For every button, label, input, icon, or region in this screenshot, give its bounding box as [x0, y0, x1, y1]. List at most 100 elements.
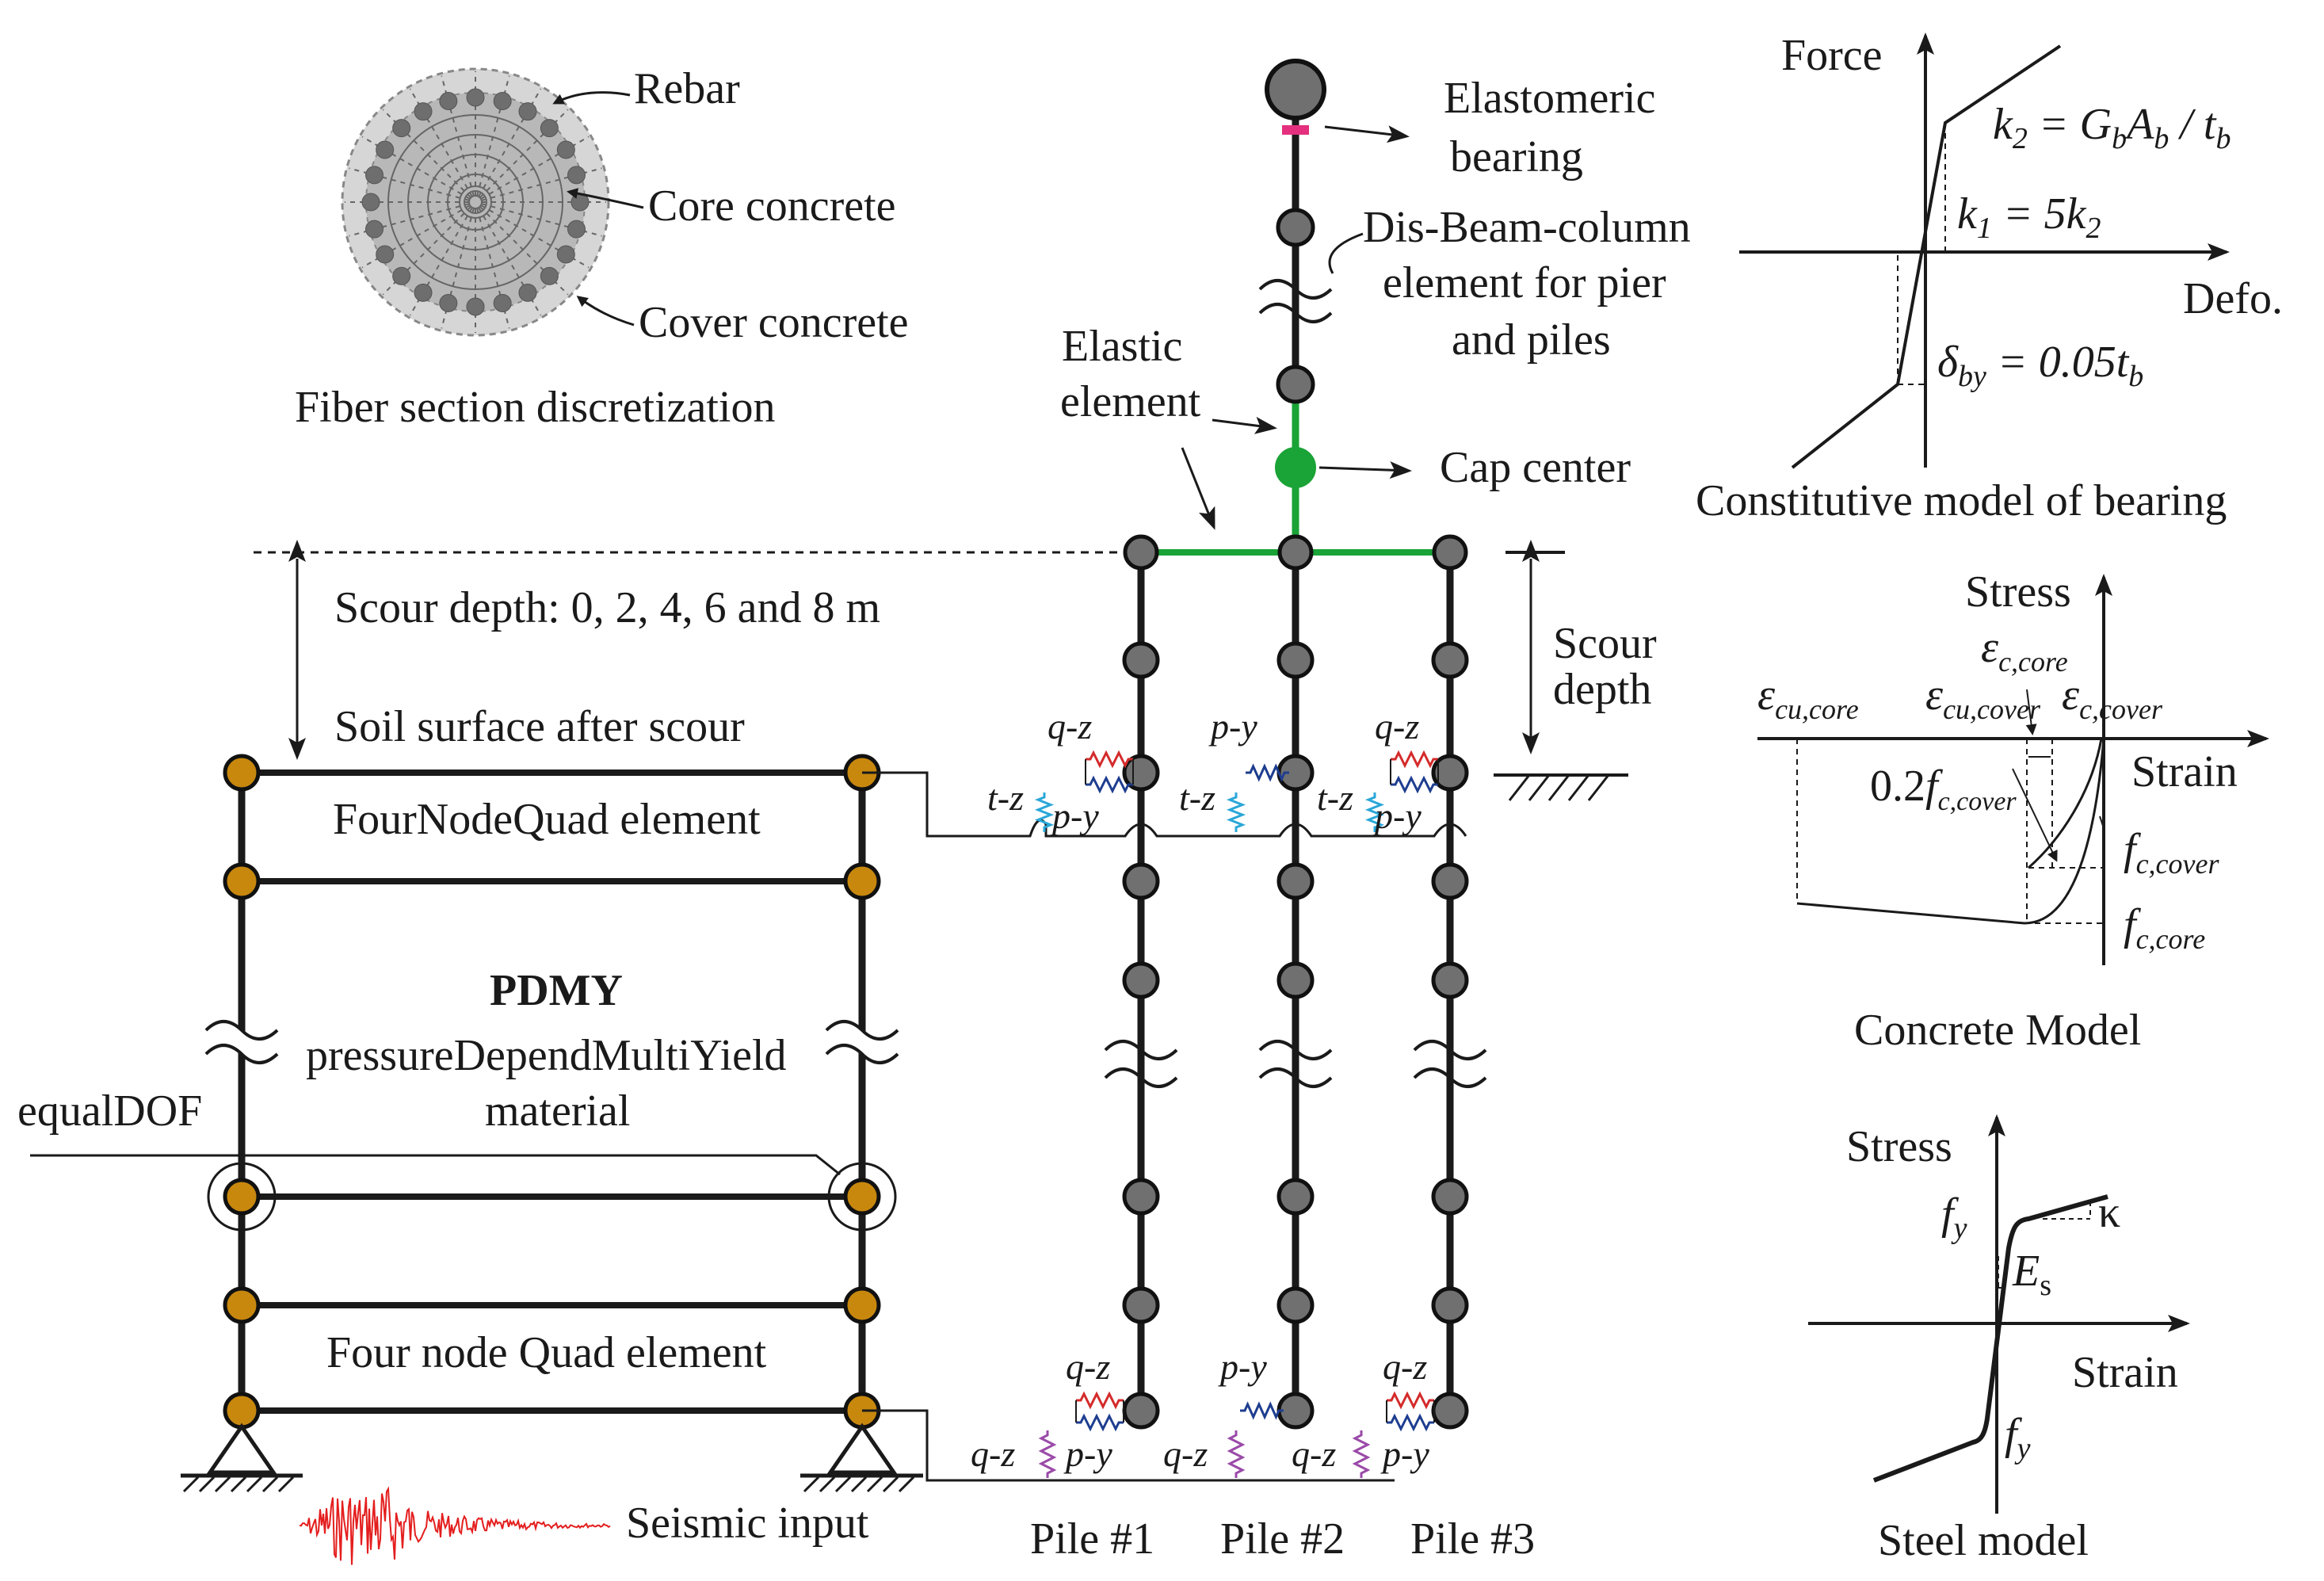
seismic-wave [299, 1486, 611, 1565]
spring [1038, 1430, 1057, 1478]
spring [1240, 1401, 1284, 1420]
pile-node [1432, 534, 1468, 571]
top-element-label: FourNodeQuad element [333, 795, 761, 844]
spring [1387, 1413, 1434, 1432]
spring [1391, 775, 1438, 794]
ground-hatch [1508, 774, 1610, 801]
rebar [439, 294, 458, 313]
fiber-cover-label: Cover concrete [639, 298, 908, 347]
py-label: p-y [1208, 706, 1257, 747]
beam-column-label-2: element for pier [1383, 258, 1666, 307]
spring [1246, 763, 1289, 782]
cap-center-node [1275, 447, 1316, 488]
eps-c-core: εc,core [1981, 623, 2068, 678]
fiber-section-title: Fiber section discretization [295, 383, 775, 432]
rebar [518, 102, 537, 121]
pile-node [1122, 1178, 1160, 1216]
scour-right-label-1: Scour [1553, 619, 1657, 668]
steel-fy-bottom: fy [2005, 1410, 2031, 1465]
concrete-model-title: Concrete Model [1854, 1006, 2141, 1055]
spring [1076, 1391, 1124, 1410]
fc-core: fc,core [2124, 900, 2205, 955]
equaldof-ring [827, 1162, 897, 1232]
rebar [556, 245, 575, 264]
pile-node [1431, 961, 1469, 999]
pier-top-node [1265, 59, 1326, 120]
spring [1364, 792, 1385, 832]
tz-label: t-z [987, 777, 1024, 818]
pile-break [1104, 1067, 1178, 1088]
bearing-yaxis: Force [1781, 31, 1883, 80]
spring [1226, 792, 1246, 832]
pile-2-label: Pile #2 [1220, 1514, 1345, 1564]
elastic-label-1: Elastic [1062, 322, 1182, 371]
rebar [556, 140, 575, 159]
tz-label: t-z [1317, 777, 1353, 818]
qz-label: q-z [1048, 706, 1092, 747]
pile-node [1122, 862, 1160, 900]
pile-break [1258, 1067, 1333, 1088]
bearing-label-1: Elastomeric [1444, 74, 1655, 123]
rebar [493, 294, 512, 313]
soil-surface-text: Soil surface after scour [334, 702, 745, 751]
py-label: p-y [1372, 796, 1421, 836]
bearing-xaxis: Defo. [2183, 274, 2283, 323]
qz-label: q-z [971, 1434, 1015, 1474]
rebar [439, 91, 458, 110]
pile-node [1122, 1392, 1160, 1430]
spring [1227, 1430, 1246, 1478]
py-label: p-y [1218, 1346, 1267, 1387]
soil-column: equalDOF FourNodeQuad element PDMY press… [17, 754, 1395, 1565]
qz-label: q-z [1383, 1346, 1427, 1387]
py-label: p-y [1050, 796, 1099, 836]
pile-node [1276, 862, 1315, 900]
spring [1034, 792, 1055, 832]
rebar [567, 220, 586, 239]
pier-node [1276, 208, 1315, 247]
material-name-1: pressureDependMultiYield [306, 1031, 787, 1080]
rebar [392, 119, 411, 138]
point2-fc-cover: 0.2fc,cover [1870, 762, 2017, 816]
pier: Elastomeric bearing Dis-Beam-column elem… [1060, 59, 1691, 553]
pile-node [1431, 1178, 1469, 1216]
support-hatch [182, 1476, 915, 1493]
rebar [414, 102, 433, 121]
pile-node [1122, 961, 1160, 999]
spring [1352, 1430, 1371, 1478]
fiber-rebar-label: Rebar [634, 64, 740, 113]
qz-label: q-z [1163, 1434, 1208, 1474]
pile-node [1276, 1392, 1315, 1430]
scour-right-label-2: depth [1553, 665, 1651, 714]
steel-kappa: κ [2098, 1188, 2120, 1237]
bottom-element-label: Four node Quad element [326, 1328, 767, 1377]
pile-node [1276, 1178, 1315, 1216]
pile-node [1431, 862, 1469, 900]
delta-equation: δby = 0.05tb [1937, 338, 2143, 393]
soil-break [204, 1020, 899, 1064]
pile-3-label: Pile #3 [1410, 1514, 1535, 1564]
scour: Scour depth: 0, 2, 4, 6 and 8 m Soil sur… [254, 540, 1657, 801]
steel-es: Es [2012, 1247, 2051, 1302]
rebar [364, 166, 384, 185]
pile-node [1431, 1392, 1469, 1430]
bearing-model-title: Constitutive model of bearing [1696, 476, 2227, 525]
rebar [540, 266, 559, 285]
rebar [392, 266, 411, 285]
rebar [466, 88, 485, 107]
pile-node [1431, 754, 1469, 792]
equaldof-label: equalDOF [17, 1086, 202, 1136]
rebar [540, 119, 559, 138]
spring [1086, 775, 1133, 794]
rebar [567, 166, 586, 185]
pile-node [1122, 1286, 1160, 1324]
pile-node [1123, 534, 1159, 571]
pier-node [1276, 365, 1315, 404]
qz-label: q-z [1375, 706, 1419, 747]
steel-yaxis: Stress [1846, 1122, 1952, 1171]
bearing-model: Force Defo. k2 = GbAb / tb k1 = 5k2 δby … [1696, 31, 2283, 525]
spring [1076, 1413, 1124, 1432]
py-label: p-y [1380, 1434, 1429, 1474]
fixed-support [181, 1423, 923, 1478]
